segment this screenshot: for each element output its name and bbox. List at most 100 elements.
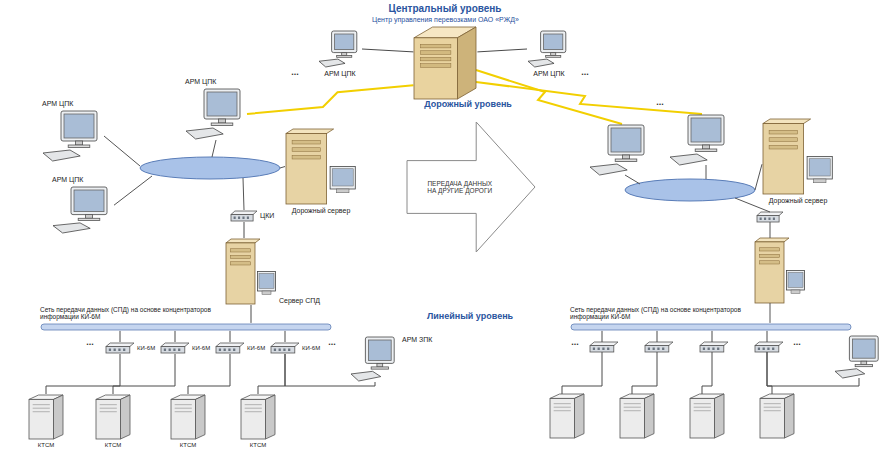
node-label: КИ-6М xyxy=(192,345,210,352)
hub-icon xyxy=(757,212,783,222)
network-link xyxy=(285,354,375,386)
workstation-icon xyxy=(670,115,724,165)
server-node: Сервер СПД xyxy=(225,238,320,305)
node-label: АРМ ЦПК xyxy=(52,176,83,184)
network-bus-icon xyxy=(570,323,852,331)
ellipsis-mark: ... xyxy=(328,338,336,348)
ellipsis-mark: ... xyxy=(656,98,664,108)
node-label: КТСМ xyxy=(38,442,54,449)
central-server-node: Центр управления перевозками ОАО «РЖД» xyxy=(372,16,519,100)
node-label: АРМ ЦПК xyxy=(185,78,216,86)
central-server-icon xyxy=(413,26,477,100)
node-label: КТСМ xyxy=(105,442,121,449)
ktsm-cabinet-icon xyxy=(240,394,276,440)
transfer-arrow-node: ПЕРЕДАЧА ДАННЫХ НА ДРУГИЕ ДОРОГИ xyxy=(405,120,537,254)
workstation-icon xyxy=(42,110,104,162)
lan-cable xyxy=(767,331,768,342)
workstation-icon xyxy=(318,30,362,68)
lan-cable xyxy=(767,352,772,394)
lan-cable xyxy=(562,352,602,394)
workstation-node: АРМ ЦПК xyxy=(318,30,362,78)
node-label: Дорожный сервер xyxy=(292,207,351,215)
ktsm-cabinet-icon xyxy=(550,394,584,438)
network-link xyxy=(46,354,120,394)
server-icon xyxy=(762,118,834,195)
node-label: Сеть передачи данных (СПД) на основе кон… xyxy=(570,306,750,321)
hub-icon xyxy=(215,342,245,354)
node-label: Дорожный сервер xyxy=(769,197,828,205)
ellipsis-mark: ... xyxy=(571,338,579,348)
ktsm-cabinet-icon xyxy=(28,394,64,440)
node-label: КИ-6М xyxy=(302,345,320,352)
lan-cable xyxy=(657,331,658,342)
hub-icon xyxy=(230,210,258,222)
network-link xyxy=(120,331,121,342)
network-link xyxy=(477,49,527,52)
hub-icon xyxy=(645,342,673,352)
workstation-node: АРМ ЦПК xyxy=(185,78,247,140)
level-label: Линейный уровень xyxy=(427,312,513,322)
ktsm-cabinet-node: КТСМ xyxy=(28,394,64,449)
radio-link xyxy=(476,70,622,124)
ellipsis-mark: ... xyxy=(793,338,801,348)
ktsm-cabinet-node: КТСМ xyxy=(240,394,276,449)
node-label: КТСМ xyxy=(250,442,266,449)
lan-ellipse xyxy=(140,157,280,179)
network-link xyxy=(175,331,176,342)
lan-cable xyxy=(770,222,771,238)
node-label: Центр управления перевозками ОАО «РЖД» xyxy=(372,16,519,24)
node-label: Сеть передачи данных (СПД) на основе кон… xyxy=(40,306,220,321)
lan-cable xyxy=(114,176,152,205)
hub-node: ЦКИ xyxy=(230,210,274,222)
network-link xyxy=(362,49,413,52)
network-bus-icon xyxy=(40,323,332,331)
ellipsis-mark: ... xyxy=(291,68,299,78)
ktsm-cabinet-icon xyxy=(170,394,206,440)
server-node: Дорожный сервер xyxy=(762,118,834,205)
lan-cable xyxy=(767,352,859,386)
network-bus-node: Сеть передачи данных (СПД) на основе кон… xyxy=(570,306,852,331)
node-label: АРМ ЦПК xyxy=(324,70,355,78)
network-link xyxy=(285,331,286,342)
workstation-icon xyxy=(52,186,114,234)
network-link xyxy=(230,331,231,342)
workstation-node: АРМ ЗПК xyxy=(350,336,432,382)
lan-cable xyxy=(212,140,216,157)
hub-icon xyxy=(270,342,300,354)
ktsm-cabinet-node: КТСМ xyxy=(95,394,131,449)
workstation-node: АРМ ЦПК xyxy=(527,30,571,78)
workstation-icon xyxy=(350,336,400,382)
network-link xyxy=(251,305,252,323)
lan-cable xyxy=(280,167,285,169)
node-label: Сервер СПД xyxy=(279,297,320,305)
workstation-node: АРМ ЦПК xyxy=(42,100,104,162)
lan-cable xyxy=(770,303,771,323)
level-label: Центральный уровень xyxy=(388,3,501,14)
lan-cable xyxy=(243,178,244,210)
lan-cable xyxy=(104,136,140,166)
ktsm-cabinet-icon xyxy=(95,394,131,440)
ellipsis-mark: ... xyxy=(86,338,94,348)
workstation-node: АРМ ЦПК xyxy=(52,176,114,234)
node-label: КИ-6М xyxy=(137,345,155,352)
server-icon xyxy=(225,238,277,305)
network-link xyxy=(258,354,285,394)
hub-node: КИ-6М xyxy=(270,342,320,354)
hub-icon xyxy=(755,342,783,352)
server-icon xyxy=(755,238,805,303)
hub-node: КИ-6М xyxy=(105,342,155,354)
hub-icon xyxy=(105,342,135,354)
node-label: АРМ ЦПК xyxy=(42,100,73,108)
network-link xyxy=(113,354,175,394)
server-node: Дорожный сервер xyxy=(285,128,357,215)
ktsm-cabinet-icon xyxy=(760,394,794,438)
hub-icon xyxy=(160,342,190,354)
network-drawing xyxy=(104,115,878,438)
workstation-icon xyxy=(835,336,878,378)
network-link xyxy=(244,222,245,238)
level-label: Дорожный уровень xyxy=(424,100,512,110)
node-label: ЦКИ xyxy=(260,212,274,220)
lan-cable xyxy=(602,331,603,342)
network-bus-node: Сеть передачи данных (СПД) на основе кон… xyxy=(40,306,332,331)
hub-icon xyxy=(700,342,728,352)
